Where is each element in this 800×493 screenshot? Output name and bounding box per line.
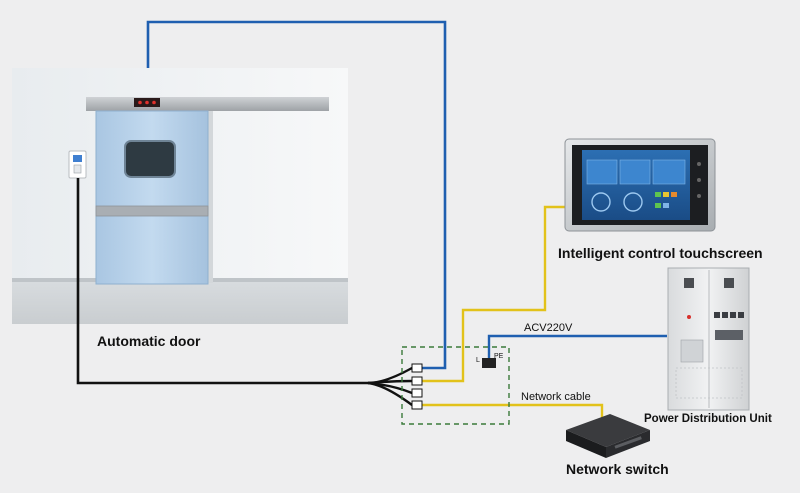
automatic-door-illustration [12,68,348,324]
network-cable-line [420,403,604,430]
terminal-pe-label: PE [494,353,504,360]
connector-3 [411,388,423,398]
switch-top [566,414,650,447]
switch-icon [73,155,82,162]
network-switch-illustration [566,414,650,458]
acv220v-cable [487,334,667,358]
door-viewing-window [124,140,176,178]
cabinet-meter-4 [738,312,744,318]
switch-front [566,430,606,458]
connector-1 [411,363,423,373]
touchscreen-illustration [564,138,716,232]
floor [12,280,348,324]
cabinet-switches [680,339,704,363]
power-terminal-block [482,358,496,368]
switch-port-strip [614,436,642,449]
status-led-2 [145,100,149,105]
door-panel [95,110,209,285]
door-operator-header [86,97,329,111]
cable-fanout [367,366,413,406]
touchscreen-button-1 [697,162,701,166]
connector-4 [411,400,423,410]
connector-2 [411,376,423,386]
cabinet-meter-1 [714,312,720,318]
screen-dial-1 [591,192,611,212]
touchscreen-label: Intelligent control touchscreen [558,245,763,261]
door-shadow [205,111,213,283]
screen-indicator-green [655,192,661,197]
junction-connectors [411,363,423,410]
door-handle-bar [95,205,209,217]
screen-indicator-orange [671,192,677,197]
screen-panel-1 [586,159,618,185]
door-control-cable [76,178,368,385]
pdu-label: Power Distribution Unit [644,413,772,425]
switch-button [73,164,82,174]
cabinet-vent-2 [724,278,734,288]
automatic-door-label: Automatic door [97,333,201,349]
cabinet-meter-3 [730,312,736,318]
cabinet-lower-grille [675,367,743,399]
network-switch-label: Network switch [566,461,669,477]
screen-indicator-yellow [663,192,669,197]
cabinet-vent [684,278,694,288]
junction-box [401,346,510,425]
cabinet-meter-2 [722,312,728,318]
screen-panel-3 [652,159,686,185]
touchscreen-signal-cable [420,205,568,383]
touchscreen-button-3 [697,194,701,198]
screen-panel-2 [619,159,651,185]
screen-indicator-blue [663,203,669,208]
screen-indicator-green-2 [655,203,661,208]
cabinet-breakers [715,330,743,340]
network-cable-label: Network cable [521,391,591,403]
door-power-cable [146,20,447,370]
status-led-1 [138,100,142,105]
cabinet-lamp-red [687,315,691,319]
status-led-3 [152,100,156,105]
acv220v-label: ACV220V [524,322,573,334]
touchscreen-button-2 [697,178,701,182]
terminal-l-label: L [476,357,480,364]
pdu-cabinet-illustration [667,267,750,411]
screen-dial-2 [623,192,643,212]
